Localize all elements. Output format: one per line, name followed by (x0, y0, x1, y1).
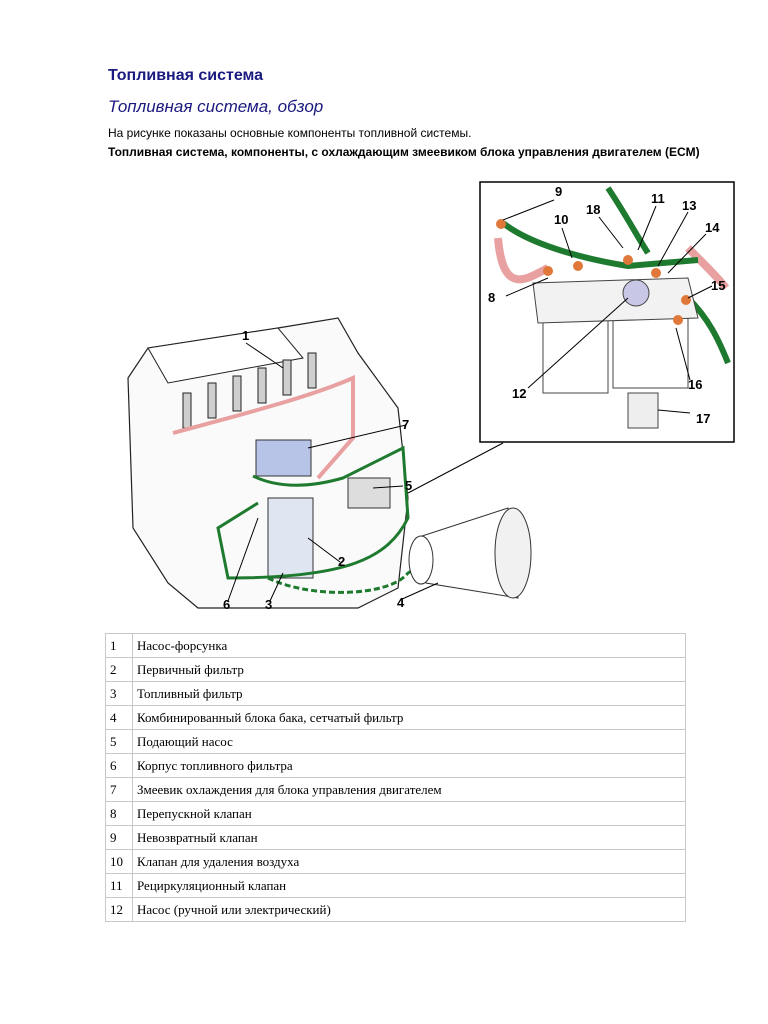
page-title: Топливная система (108, 67, 264, 84)
part-number: 7 (105, 777, 133, 802)
callout-label-16: 16 (688, 377, 702, 392)
part-number: 10 (105, 849, 133, 874)
callout-label-7: 7 (402, 417, 409, 432)
callout-labels: 1 2 3 4 5 6 7 8 9 10 11 12 13 14 15 16 1… (223, 184, 725, 612)
part-number: 9 (105, 825, 133, 850)
part-number: 4 (105, 705, 133, 730)
part-name: Змеевик охлаждения для блока управления … (132, 777, 686, 802)
callout-label-1: 1 (242, 328, 249, 343)
callout-label-8: 8 (488, 290, 495, 305)
part-name: Рециркуляционный клапан (132, 873, 686, 898)
callout-label-2: 2 (338, 554, 345, 569)
part-number: 1 (105, 633, 133, 658)
callout-label-12: 12 (512, 386, 526, 401)
intro-text: На рисунке показаны основные компоненты … (108, 126, 472, 140)
callout-label-10: 10 (554, 212, 568, 227)
figure-caption: Топливная система, компоненты, с охлажда… (108, 145, 700, 159)
part-name: Первичный фильтр (132, 657, 686, 682)
part-name: Насос-форсунка (132, 633, 686, 658)
callout-label-17: 17 (696, 411, 710, 426)
callout-label-5: 5 (405, 478, 412, 493)
callout-label-14: 14 (705, 220, 720, 235)
part-number: 11 (105, 873, 133, 898)
callout-label-18: 18 (586, 202, 600, 217)
part-name: Подающий насос (132, 729, 686, 754)
part-number: 5 (105, 729, 133, 754)
callout-label-11: 11 (651, 191, 665, 206)
part-number: 12 (105, 897, 133, 922)
callout-label-13: 13 (682, 198, 696, 213)
section-title: Топливная система, обзор (108, 97, 324, 116)
part-name: Корпус топливного фильтра (132, 753, 686, 778)
fuel-system-diagram: 1 2 3 4 5 6 7 8 9 10 11 12 13 14 15 16 1… (127, 181, 735, 612)
part-name: Невозвратный клапан (132, 825, 686, 850)
fuel-tank (408, 507, 532, 599)
callout-label-15: 15 (711, 278, 725, 293)
part-name: Комбинированный блока бака, сетчатый фил… (132, 705, 686, 730)
part-number: 6 (105, 753, 133, 778)
part-number: 8 (105, 801, 133, 826)
part-number: 3 (105, 681, 133, 706)
callout-label-3: 3 (265, 597, 272, 612)
part-name: Клапан для удаления воздуха (132, 849, 686, 874)
part-number: 2 (105, 657, 133, 682)
callout-label-9: 9 (555, 184, 562, 199)
callout-label-6: 6 (223, 597, 230, 612)
part-name: Насос (ручной или электрический) (132, 897, 686, 922)
engine-assembly (127, 317, 449, 609)
callout-label-4: 4 (397, 595, 405, 610)
inset-detail (479, 181, 735, 443)
part-name: Перепускной клапан (132, 801, 686, 826)
part-name: Топливный фильтр (132, 681, 686, 706)
